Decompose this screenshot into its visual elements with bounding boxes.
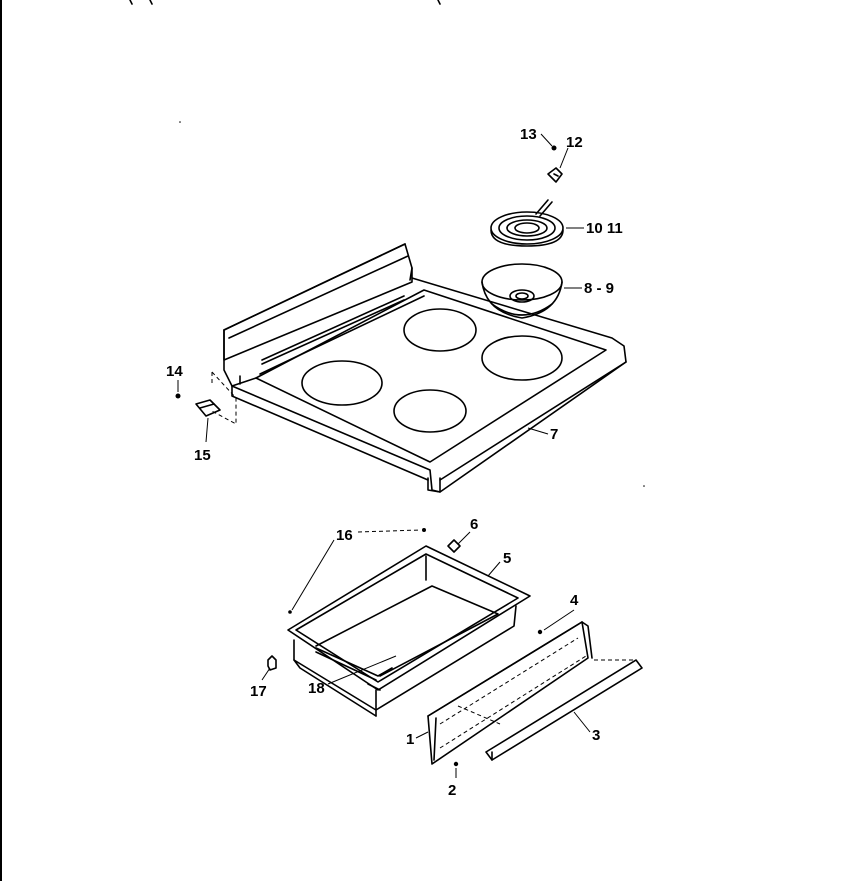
bracket-part-15: [195, 371, 237, 425]
screw-part-16: [288, 528, 426, 614]
screw-part-4: [537, 629, 543, 635]
callout-18: 18: [308, 680, 325, 697]
trim-strip-part-3: [485, 659, 643, 761]
callout-2: 2: [448, 782, 456, 799]
screw-part-14: [175, 393, 181, 399]
drip-bowl-part-8-9: [481, 263, 563, 319]
drawer-part-5: [287, 545, 531, 717]
callout-17: 17: [250, 683, 267, 700]
callout-15: 15: [194, 447, 211, 464]
stop-part-17: [267, 655, 277, 671]
drawer-front-part-1: [427, 621, 593, 765]
callout-7: 7: [550, 426, 558, 443]
terminal-block-part-12: [547, 167, 563, 183]
callout-14: 14: [166, 363, 183, 380]
leader-lines: [177, 133, 591, 778]
callout-1: 1: [406, 731, 414, 748]
screw-part-2: [453, 761, 459, 767]
scan-speck: [643, 485, 645, 487]
callout-4: 4: [570, 592, 579, 609]
scan-speck: [179, 121, 181, 123]
callout-8-9: 8 - 9: [584, 280, 614, 297]
callout-3: 3: [592, 727, 600, 744]
clip-part-6: [447, 539, 461, 553]
callout-16: 16: [336, 527, 353, 544]
callout-12: 12: [566, 134, 583, 151]
callout-6: 6: [470, 516, 478, 533]
clipped-text-fragment: [129, 0, 441, 5]
cooktop-part-7: [223, 243, 627, 493]
screw-part-13: [551, 145, 557, 151]
drawer-rail-part-18: [315, 647, 393, 681]
surface-element-part-10-11: [490, 199, 564, 247]
callout-5: 5: [503, 550, 511, 567]
callout-10-11: 10 11: [586, 220, 623, 237]
callout-13: 13: [520, 126, 537, 143]
